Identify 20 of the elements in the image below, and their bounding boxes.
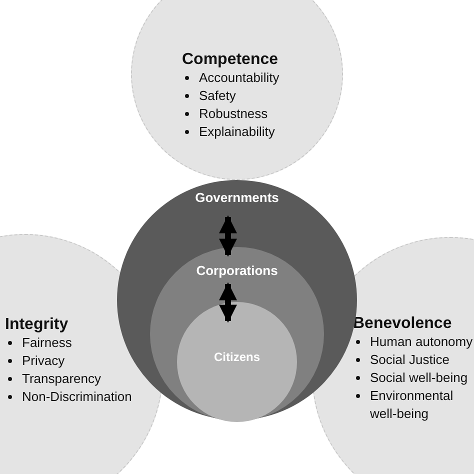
heading: Integrity bbox=[5, 315, 70, 334]
bullet-item: Environmental well-being bbox=[370, 388, 454, 421]
bullet-item: Human autonomy bbox=[370, 334, 473, 349]
bullet-item: Robustness bbox=[199, 106, 268, 121]
bullet-item: Privacy bbox=[22, 353, 65, 368]
bullet-item: Non-Discrimination bbox=[22, 389, 132, 404]
heading: Benevolence bbox=[353, 314, 453, 333]
bullet-item: Accountability bbox=[199, 70, 280, 85]
bullet-item: Fairness bbox=[22, 335, 72, 350]
double-arrow bbox=[219, 282, 237, 323]
bullet-item: Social Justice bbox=[370, 352, 450, 367]
bullet-item: Transparency bbox=[22, 371, 101, 386]
circle-label: Governments bbox=[195, 190, 279, 205]
circle-label: Citizens bbox=[214, 350, 260, 364]
circle-label: Corporations bbox=[196, 263, 278, 278]
heading: Competence bbox=[182, 50, 280, 69]
bullet-item: Explainability bbox=[199, 124, 275, 139]
bullet-item: Safety bbox=[199, 88, 236, 103]
double-arrow bbox=[219, 215, 237, 257]
bullet-item: Social well-being bbox=[370, 370, 468, 385]
